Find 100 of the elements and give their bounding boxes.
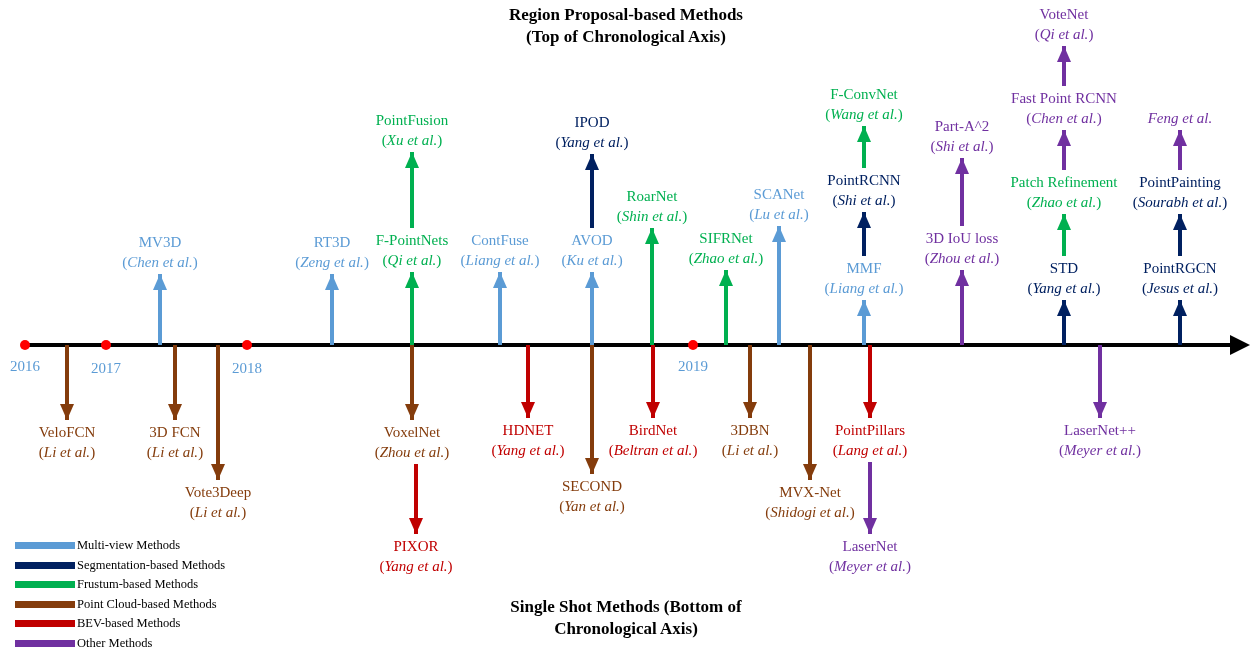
author-citation: (Lu et al.) [749, 205, 809, 224]
author-citation: (Yang et al.) [379, 557, 453, 576]
method-name: MMF [845, 259, 883, 278]
arrow [585, 272, 599, 345]
method-name: IPOD [573, 113, 611, 132]
method-name: VoteNet [1038, 5, 1090, 24]
author-citation: (Wang et al.) [825, 105, 903, 124]
author-citation: (Shidogi et al.) [765, 503, 855, 522]
author-citation: (Chen et al.) [122, 253, 198, 272]
author-citation: (Jesus et al.) [1141, 279, 1219, 298]
author-citation: (Beltran et al.) [608, 441, 698, 460]
arrow [646, 345, 660, 418]
author-citation: (Zhao et al.) [1025, 193, 1103, 212]
method-name: RT3D [312, 233, 352, 252]
author-citation: (Zhao et al.) [688, 249, 764, 268]
method-name: RoarNet [625, 187, 679, 206]
arrow [1093, 345, 1107, 418]
arrow [863, 345, 877, 418]
author-citation: (Yang et al.) [491, 441, 565, 460]
author-citation: (Li et al.) [146, 443, 204, 462]
method-name: SCANet [752, 185, 806, 204]
arrow [1057, 214, 1071, 256]
method-name: Vote3Deep [184, 483, 252, 502]
method-name: PointPillars [834, 421, 906, 440]
arrow [1173, 300, 1187, 345]
author-citation: (Liang et al.) [460, 251, 540, 270]
method-name: VoxelNet [382, 423, 442, 442]
year-label: 2017 [91, 360, 121, 377]
method-name: ContFuse [470, 231, 530, 250]
author-citation: (Shi et al.) [831, 191, 897, 210]
method-name: F-PointNets [375, 231, 449, 250]
arrow [405, 272, 419, 345]
arrow [857, 126, 871, 168]
arrow [955, 270, 969, 345]
method-name: 3D IoU loss [924, 229, 1000, 248]
legend-text: Point Cloud-based Methods [77, 595, 217, 612]
author-citation: (Li et al.) [38, 443, 96, 462]
author-citation: Feng et al. [1147, 109, 1213, 128]
arrow [325, 274, 339, 345]
legend-text: Segmentation-based Methods [77, 556, 226, 573]
arrow [645, 228, 659, 345]
method-name: AVOD [570, 231, 614, 250]
method-name: VeloFCN [38, 423, 96, 442]
arrow [955, 158, 969, 226]
method-name: STD [1048, 259, 1080, 278]
method-name: Fast Point RCNN [1011, 89, 1117, 108]
author-citation: (Zhou et al.) [374, 443, 450, 462]
author-citation: (Yan et al.) [559, 497, 625, 516]
author-citation: (Zeng et al.) [295, 253, 369, 272]
arrow [585, 345, 599, 474]
arrow [405, 152, 419, 228]
arrow [743, 345, 757, 418]
method-name: 3DBN [729, 421, 771, 440]
author-citation: (Qi et al.) [1034, 25, 1094, 44]
method-name: LaserNet [841, 537, 899, 556]
method-name: Patch Refinement [1010, 173, 1118, 192]
method-name: SIFRNet [698, 229, 754, 248]
method-name: PointFusion [375, 111, 449, 130]
method-name: F-ConvNet [829, 85, 899, 104]
method-name: 3D FCN [148, 423, 202, 442]
method-name: SECOND [561, 477, 623, 496]
year-label: 2016 [10, 358, 40, 375]
arrow [168, 345, 182, 420]
author-citation: (Zhou et al.) [924, 249, 1000, 268]
legend-text: Multi-view Methods [77, 537, 181, 553]
method-name: PIXOR [392, 537, 440, 556]
year-label: 2018 [232, 360, 262, 377]
arrow [1173, 130, 1187, 170]
arrow [772, 226, 786, 345]
legend-text: Other Methods [77, 634, 153, 650]
author-citation: (Yang et al.) [1027, 279, 1101, 298]
method-name: PointRCNN [827, 171, 901, 190]
arrow [863, 462, 877, 534]
method-name: PointPainting [1138, 173, 1222, 192]
author-citation: (Chen et al.) [1025, 109, 1103, 128]
diagram-title: Region Proposal-based Methods (Top of Chronological Axis) [508, 4, 744, 48]
arrow [803, 345, 817, 480]
author-citation: (Xu et al.) [380, 131, 444, 150]
arrow [521, 345, 535, 418]
author-citation: (Shin et al.) [616, 207, 688, 226]
arrow [585, 154, 599, 228]
method-name: MV3D [137, 233, 183, 252]
method-name: Part-A^2 [933, 117, 991, 136]
year-label: 2019 [678, 358, 708, 375]
legend-text: BEV-based Methods [77, 615, 181, 631]
method-name: BirdNet [627, 421, 679, 440]
author-citation: (Yang et al.) [555, 133, 629, 152]
author-citation: (Meyer et al.) [828, 557, 912, 576]
author-citation: (Li et al.) [188, 503, 248, 522]
method-name: PointRGCN [1142, 259, 1218, 278]
author-citation: (Ku et al.) [561, 251, 623, 270]
arrow [857, 300, 871, 345]
arrow [153, 274, 167, 345]
arrow [719, 270, 733, 345]
author-citation: (Qi et al.) [381, 251, 443, 270]
arrow [60, 345, 74, 420]
arrow [857, 212, 871, 256]
method-name: HDNET [501, 421, 555, 440]
author-citation: (Lang et al.) [832, 441, 908, 460]
diagram-caption: Single Shot Methods (Bottom of Chronological Axis) [509, 596, 743, 640]
